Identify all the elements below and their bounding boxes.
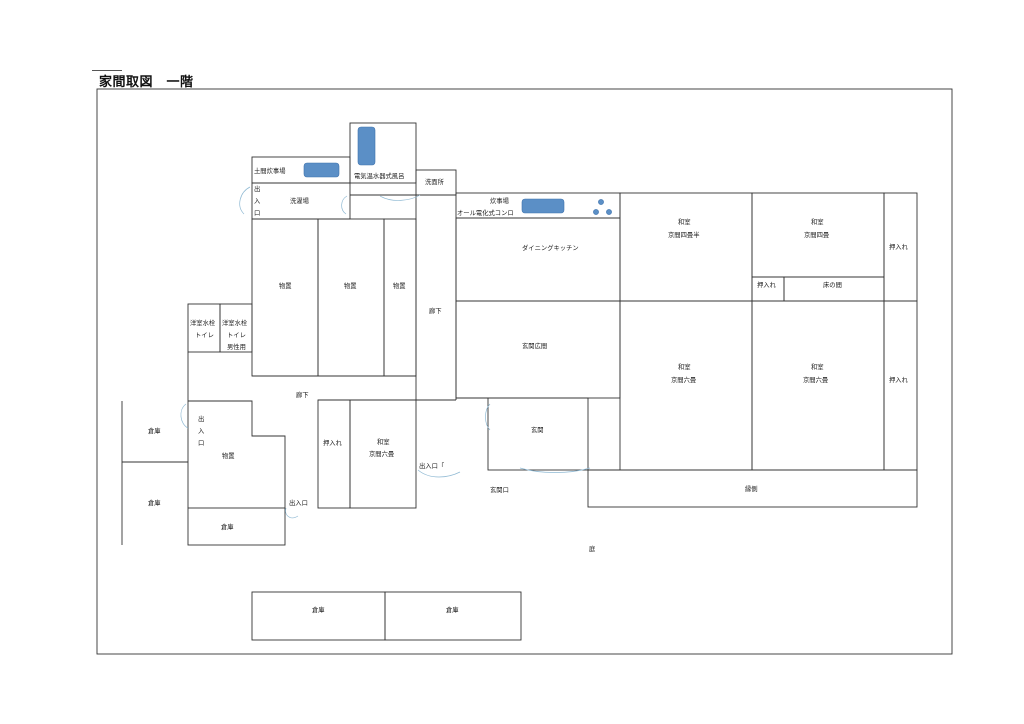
soko-bottom xyxy=(187,507,286,546)
label-kyoma: 京間四畳 xyxy=(804,230,830,239)
label-denki-furo: 電気温水器式風呂 xyxy=(354,171,404,180)
label-washitsu: 和室 xyxy=(678,362,691,371)
washitsu-6-b xyxy=(751,300,885,471)
oshiire-right-bottom xyxy=(883,300,918,471)
door-swing-icon xyxy=(379,194,421,201)
label-monooki: 物置 xyxy=(279,281,292,290)
detached-storage-2 xyxy=(384,591,522,641)
label-monooki: 物置 xyxy=(344,281,357,290)
oshiire-mid xyxy=(317,399,351,509)
label-tokonoma: 床の間 xyxy=(823,280,842,289)
label-genkan-hiroma: 玄関広間 xyxy=(522,341,547,350)
label-sentakuba: 洗濯場 xyxy=(290,196,310,205)
label-all-denka: オール電化式コンロ xyxy=(457,208,514,217)
label-suijiba: 炊事場 xyxy=(490,196,510,205)
oshiire-small xyxy=(751,276,785,302)
title-rule xyxy=(92,70,122,71)
label-engawa: 縁側 xyxy=(745,484,758,493)
label-oshiire: 押入れ xyxy=(757,280,777,289)
engawa xyxy=(587,469,918,508)
storage-4-outline xyxy=(188,400,286,508)
washitsu-6-a xyxy=(619,300,753,471)
label-roka: 廊下 xyxy=(429,306,442,315)
door-swing-icon xyxy=(485,403,491,431)
storage-2 xyxy=(317,218,385,377)
label-toilet: トイレ xyxy=(195,332,214,339)
label-genkan: 玄関 xyxy=(531,425,544,434)
label-oshiire: 押入れ xyxy=(323,438,343,447)
label-doma-suijiba: 土間炊事場 xyxy=(254,166,286,175)
door-swing-icon xyxy=(417,469,461,478)
burner-icon xyxy=(593,209,599,215)
detached-storage-1 xyxy=(251,591,386,641)
label-kyoma: 京間六畳 xyxy=(803,375,829,384)
burner-icon xyxy=(606,209,612,215)
label-washitsu: 和室 xyxy=(811,362,824,371)
label-deiriguchi-mid: 出 xyxy=(198,414,204,423)
label-soko: 倉庫 xyxy=(148,498,161,507)
toilet-2 xyxy=(219,303,253,353)
label-deiriguchi: 出入口 xyxy=(289,498,308,507)
label-deiriguchi-top: 入 xyxy=(254,198,261,205)
label-deiriguchi-mid: 入 xyxy=(198,428,205,435)
door-swing-icon xyxy=(519,467,591,473)
label-deiriguchi-mid: 口 xyxy=(198,439,204,447)
bathtub-icon xyxy=(357,126,376,166)
label-kyoma: 京間六畳 xyxy=(671,375,697,384)
label-deiriguchi-top: 口 xyxy=(254,209,260,217)
label-toilet: トイレ xyxy=(227,332,246,339)
label-toilet: 男性用 xyxy=(227,342,246,351)
label-dining: ダイニングキッチン xyxy=(522,243,579,252)
storage-1 xyxy=(251,218,319,377)
storage-3 xyxy=(383,218,417,377)
label-genkanguchi: 玄関口 xyxy=(490,485,509,494)
label-kyoma: 京間四畳半 xyxy=(668,230,699,239)
toilet-1 xyxy=(187,303,221,353)
label-washitsu: 和室 xyxy=(377,437,390,446)
tokonoma xyxy=(783,276,885,302)
label-soko: 倉庫 xyxy=(221,522,234,531)
label-roka: 廊下 xyxy=(296,390,309,399)
dining-kitchen xyxy=(455,217,621,302)
label-toilet: 洋室水栓 xyxy=(190,318,216,327)
label-soko: 倉庫 xyxy=(446,605,459,614)
sink-icon xyxy=(303,162,340,178)
bath-room xyxy=(349,122,417,184)
label-monooki: 物置 xyxy=(222,451,235,460)
genkan xyxy=(487,397,589,471)
label-washitsu: 和室 xyxy=(678,217,691,226)
label-toilet: 洋室水栓 xyxy=(222,318,248,327)
washitsu-4.5 xyxy=(619,192,753,302)
door-swing-icon xyxy=(285,507,299,519)
label-niwa: 庭 xyxy=(589,544,596,553)
label-monooki: 物置 xyxy=(393,281,406,290)
label-oshiire: 押入れ xyxy=(889,242,909,251)
door-swing-icon xyxy=(180,403,189,429)
label-deiriguchi-top: 出 xyxy=(254,184,260,193)
label-oshiire: 押入れ xyxy=(889,375,909,384)
kitchen-sink-icon xyxy=(521,198,565,214)
label-washitsu: 和室 xyxy=(811,217,824,226)
label-deiriguchi: 出入口「 xyxy=(419,461,445,470)
page-title: 家間取図 一階 xyxy=(99,75,194,90)
label-kyoma: 京間六畳 xyxy=(369,449,395,458)
door-swing-icon xyxy=(239,186,251,215)
plan-frame xyxy=(96,88,953,655)
burner-icon xyxy=(598,199,604,205)
label-soko: 倉庫 xyxy=(312,605,325,614)
label-senmenjo: 洗面所 xyxy=(425,177,445,186)
washitsu-6-c xyxy=(349,399,417,509)
label-soko: 倉庫 xyxy=(148,426,161,435)
door-swing-icon xyxy=(341,195,348,215)
